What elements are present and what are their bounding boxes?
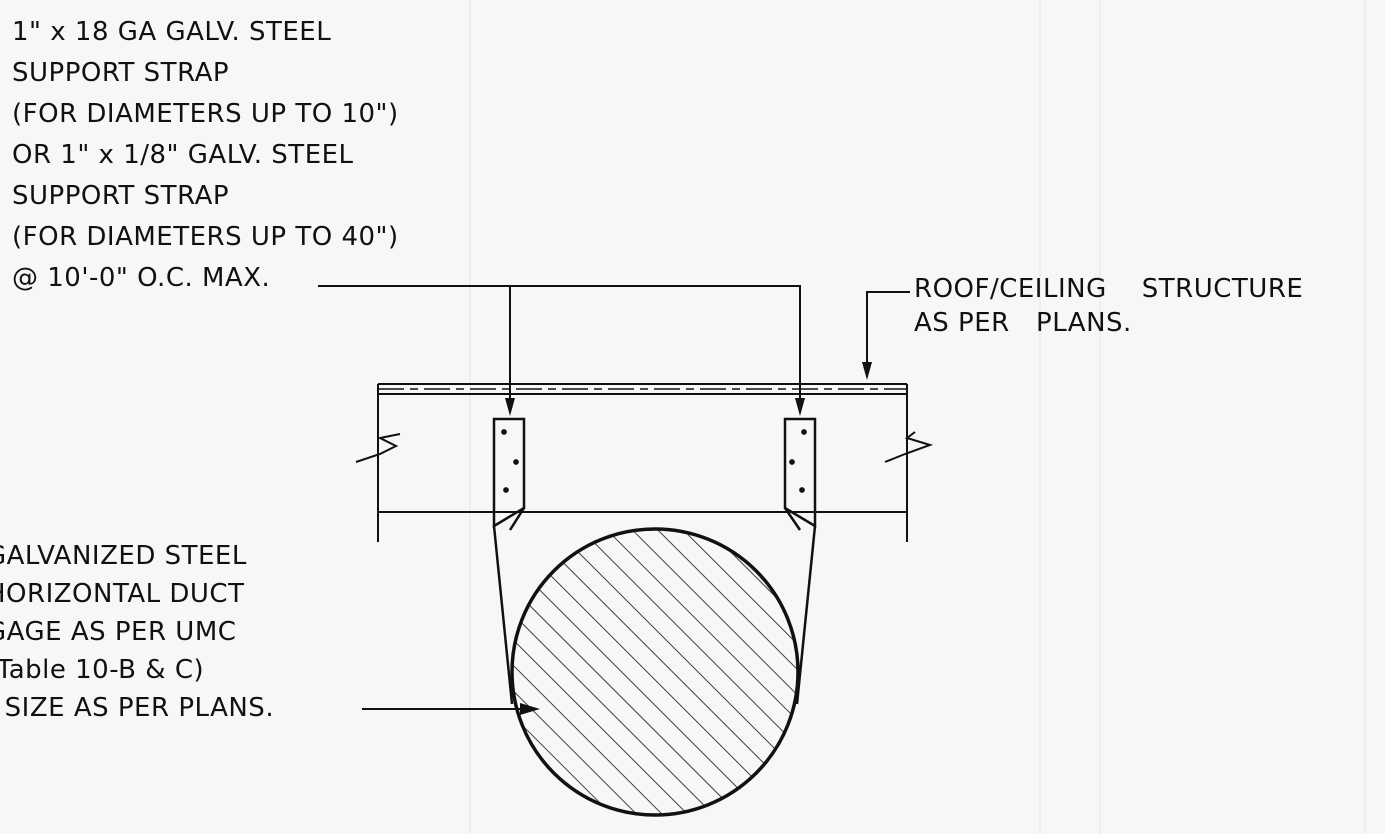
left-break-symbol bbox=[355, 433, 401, 463]
strap-note: 1" x 18 GA GALV. STEEL SUPPORT STRAP (FO… bbox=[12, 12, 399, 299]
background-grid bbox=[469, 0, 1366, 834]
duct-note: GALVANIZED STEEL HORIZONTAL DUCT GAGE AS… bbox=[0, 537, 274, 727]
roof-leader-arrow bbox=[862, 362, 872, 380]
duct-note-line-5: - SIZE AS PER PLANS. bbox=[0, 693, 275, 723]
roof-leader-line bbox=[866, 291, 910, 364]
strap-leader-arrow-right bbox=[795, 398, 805, 416]
horizontal-duct bbox=[510, 527, 800, 817]
duct-note-line-1: GALVANIZED STEEL bbox=[0, 541, 247, 571]
duct-note-line-2: HORIZONTAL DUCT bbox=[0, 579, 245, 609]
duct-note-line-4: (Table 10-B & C) bbox=[0, 655, 205, 685]
strap-note-line-6: (FOR DIAMETERS UP TO 40") bbox=[12, 222, 399, 252]
strap-note-line-1: 1" x 18 GA GALV. STEEL bbox=[12, 17, 332, 47]
roof-note-line-2: AS PER PLANS. bbox=[914, 308, 1132, 338]
right-break-symbol bbox=[884, 431, 934, 463]
roof-note: ROOF/CEILING STRUCTURE AS PER PLANS. bbox=[914, 272, 1303, 340]
strap-note-line-4: OR 1" x 1/8" GALV. STEEL bbox=[12, 140, 354, 170]
roof-note-line-1: ROOF/CEILING STRUCTURE bbox=[914, 274, 1304, 304]
strap-leader-arrow-left bbox=[505, 398, 515, 416]
left-support-strap bbox=[492, 417, 526, 705]
strap-note-line-5: SUPPORT STRAP bbox=[12, 181, 230, 211]
strap-leader-line bbox=[318, 285, 801, 400]
duct-note-line-3: GAGE AS PER UMC bbox=[0, 617, 237, 647]
strap-note-line-7: @ 10'-0" O.C. MAX. bbox=[12, 263, 271, 293]
strap-note-line-3: (FOR DIAMETERS UP TO 10") bbox=[12, 99, 399, 129]
right-support-strap bbox=[783, 417, 817, 705]
strap-note-line-2: SUPPORT STRAP bbox=[12, 58, 230, 88]
roof-ceiling-structure bbox=[377, 383, 908, 542]
duct-leader-arrow bbox=[520, 703, 540, 715]
